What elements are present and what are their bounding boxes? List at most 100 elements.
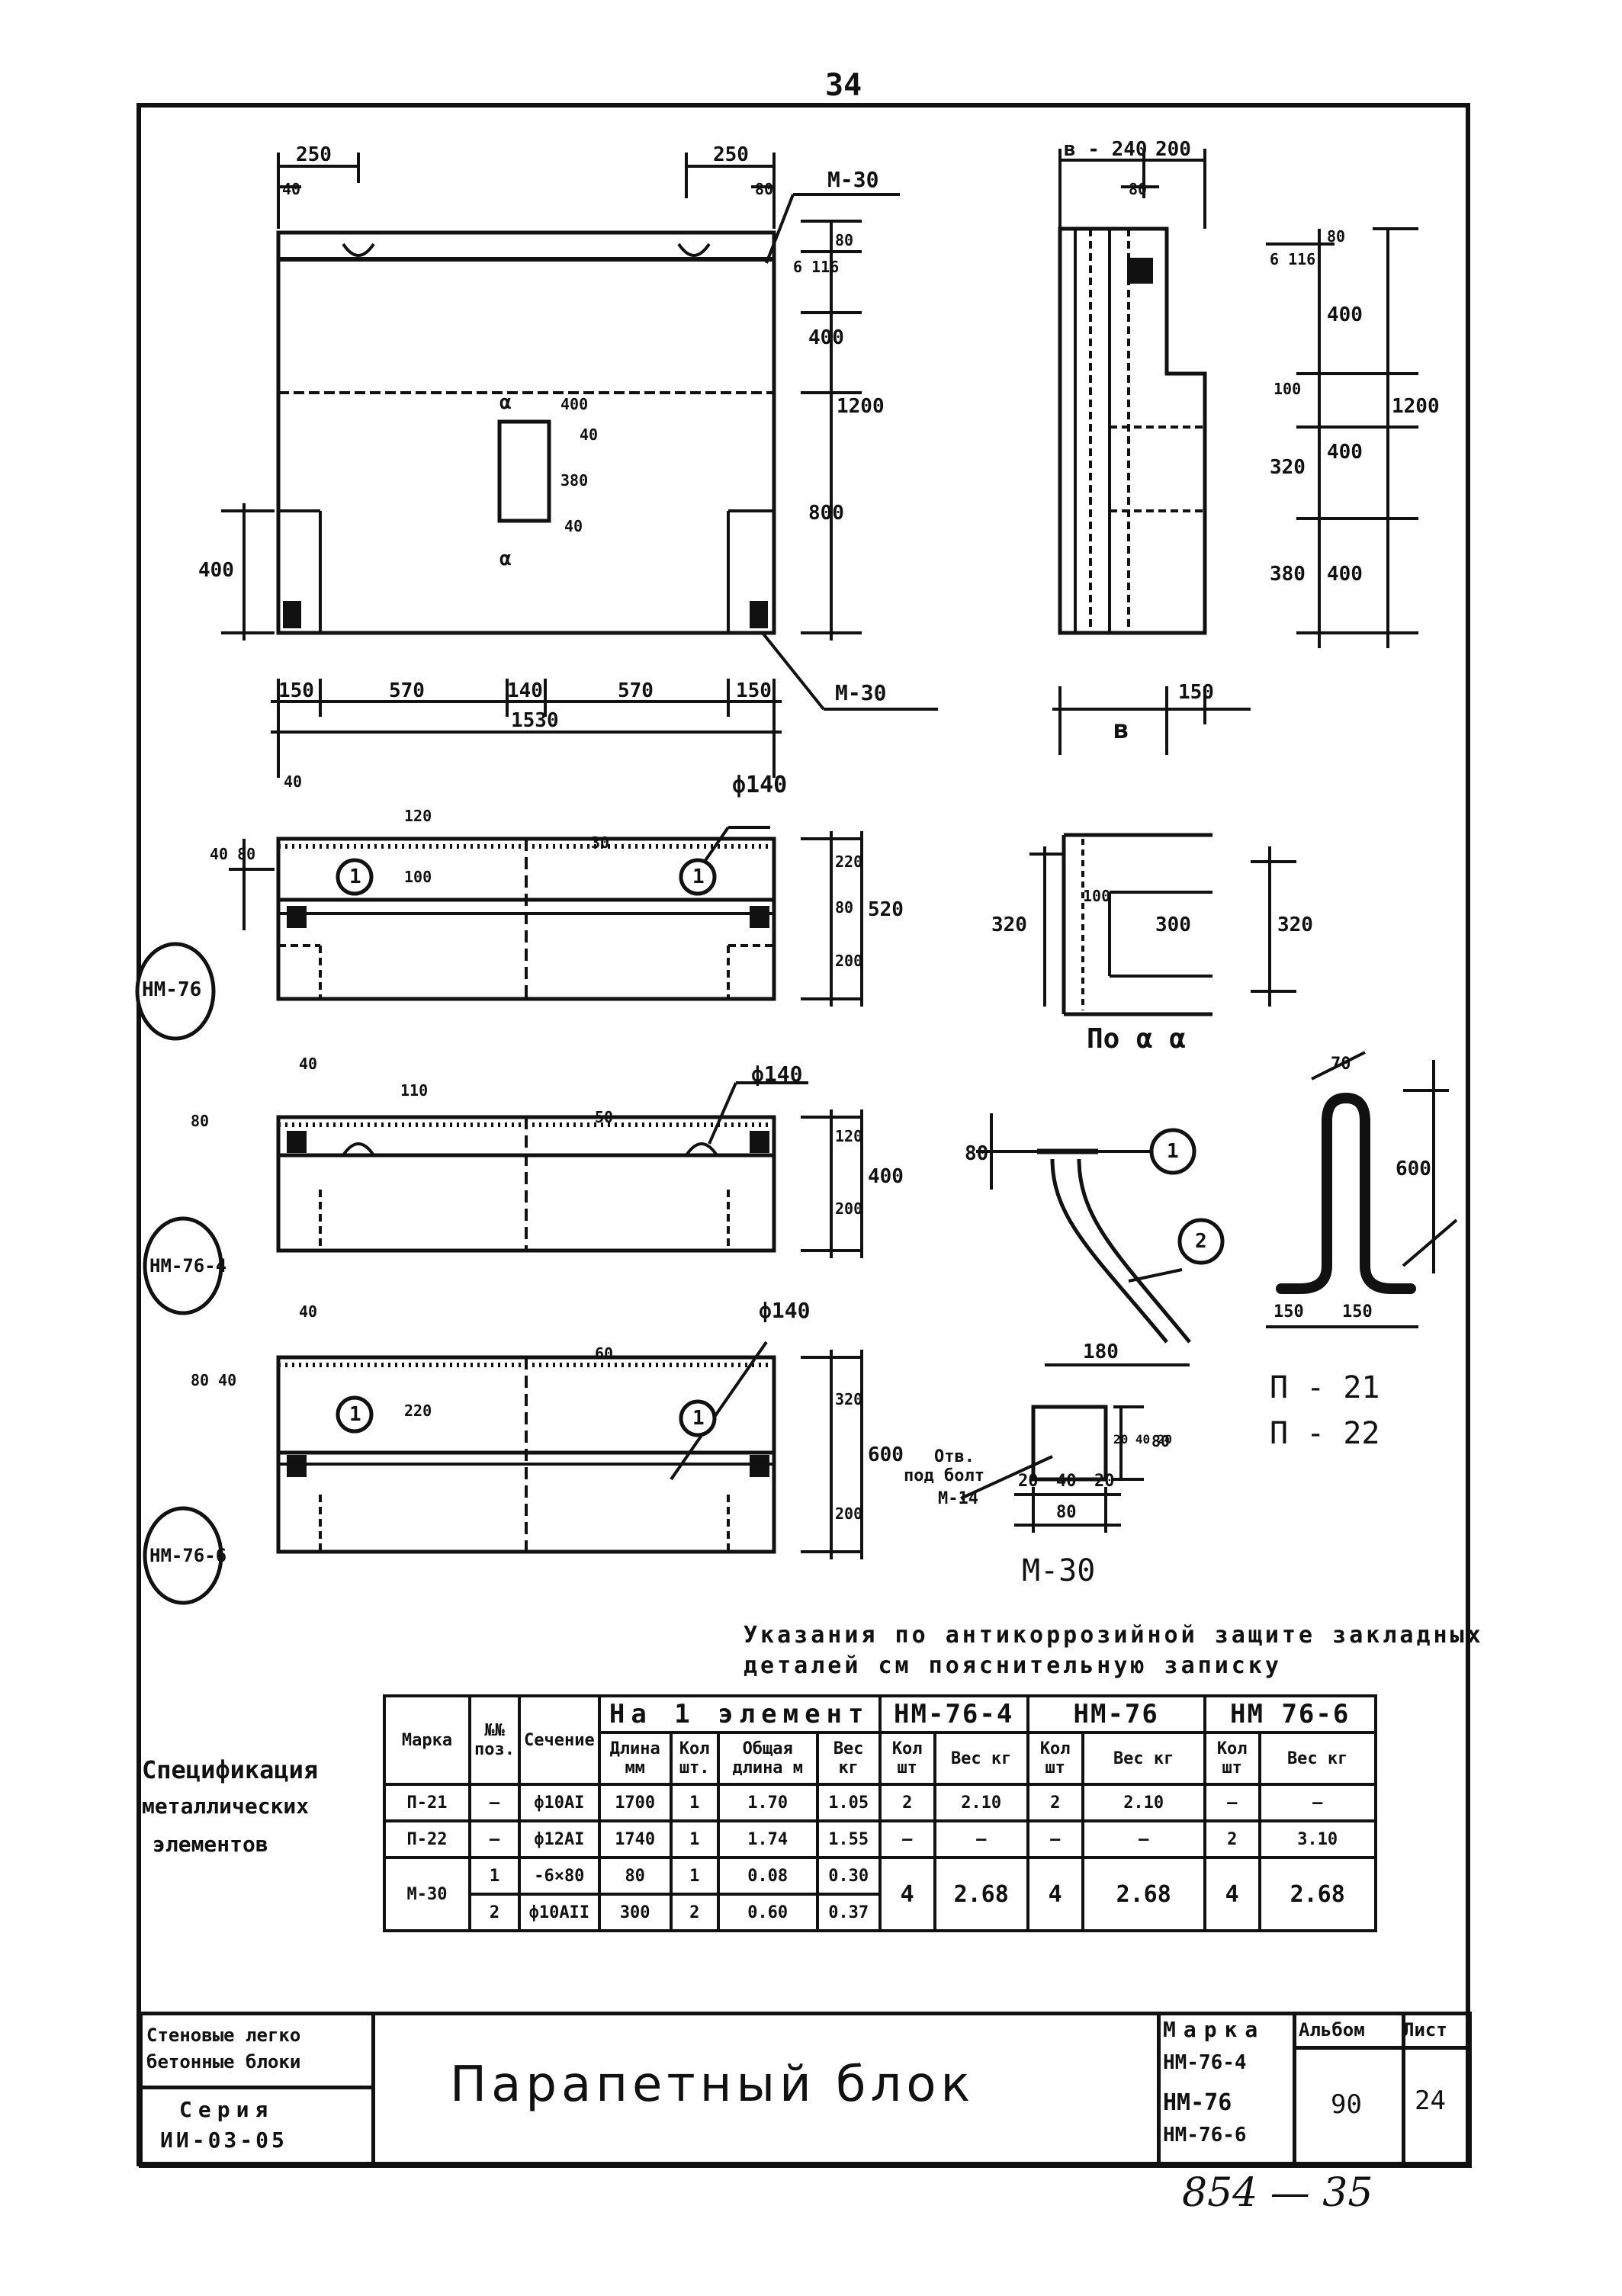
- dim-label: 140: [507, 679, 543, 702]
- specification-table: Марка №№ поз. Сечение На 1 элемент НМ-76…: [383, 1694, 1377, 1932]
- dim-label: 40: [299, 1302, 318, 1321]
- dim-label: 80: [1129, 180, 1148, 198]
- dim-label: 40: [1056, 1472, 1077, 1491]
- table-cell: —: [1257, 1783, 1377, 1822]
- table-cell: 2: [878, 1783, 936, 1822]
- dim-label: 200: [835, 952, 863, 970]
- spec-title: металлических: [142, 1793, 310, 1819]
- dim-label: 300: [1155, 914, 1191, 936]
- table-cell: 3.10: [1257, 1819, 1377, 1859]
- table-cell: 2.68: [1257, 1856, 1377, 1932]
- table-cell: —: [1203, 1783, 1261, 1822]
- page-number: 34: [825, 68, 862, 103]
- table-cell: 1: [669, 1856, 720, 1896]
- table-cell: 1: [669, 1819, 720, 1859]
- dim-label: 80: [755, 180, 774, 198]
- table-cell: 0.37: [815, 1893, 882, 1932]
- mark-label: М-30: [835, 680, 887, 705]
- dim-label: 380: [1270, 563, 1306, 586]
- title-block-series: Серия: [179, 2097, 275, 2122]
- hole-note: М-14: [938, 1489, 978, 1508]
- spec-title: Спецификация: [142, 1755, 319, 1784]
- header-sub-qty: Кол шт: [878, 1731, 936, 1786]
- dim-label: 80: [1151, 1432, 1171, 1450]
- header-per-element: На 1 элемент: [597, 1694, 882, 1734]
- dim-label: 40: [580, 425, 599, 444]
- dim-label: 570: [389, 679, 425, 702]
- dim-label: 100: [1274, 380, 1302, 398]
- table-row: П-21 — ф10АI 1700 1 1.70 1.05 2 2.10 2 2…: [383, 1783, 1377, 1822]
- dim-label: 400: [198, 559, 234, 582]
- position-circle: [336, 858, 374, 896]
- dim-label: 150: [1342, 1302, 1373, 1321]
- table-cell: 1.55: [815, 1819, 882, 1859]
- dim-label: 80: [835, 898, 854, 917]
- table-cell: ф10АI: [517, 1783, 601, 1822]
- table-cell: —: [468, 1819, 521, 1859]
- dim-label: 600: [1396, 1158, 1431, 1180]
- table-cell: —: [878, 1819, 936, 1859]
- dim-label: 320: [1270, 456, 1306, 479]
- table-cell: 4: [1203, 1856, 1261, 1932]
- title-block-series-line: Стеновые легко: [146, 2025, 301, 2046]
- dim-label: 400: [808, 326, 844, 349]
- section-aa: [1029, 833, 1296, 1016]
- dim-label: 100: [404, 868, 432, 886]
- m30-detail: [960, 1113, 1191, 1533]
- table-cell: 2: [468, 1893, 521, 1932]
- dim-label: 320: [1277, 914, 1313, 936]
- position-circle: [1149, 1128, 1196, 1175]
- section-mark-nm76: НМ-76: [142, 978, 202, 1001]
- header-sub-qty: Кол шт: [1026, 1731, 1084, 1786]
- dim-label: α: [499, 548, 512, 570]
- dim-label: 800: [808, 502, 844, 525]
- dim-label: 1200: [1392, 395, 1440, 418]
- dim-label: 400: [1327, 303, 1363, 326]
- hole-note: под болт: [904, 1466, 984, 1485]
- p22-caption: П - 22: [1270, 1416, 1380, 1451]
- dim-label: 70: [1331, 1055, 1351, 1074]
- pipe-label: ф140: [759, 1298, 811, 1323]
- table-cell: 300: [597, 1893, 673, 1932]
- dim-label: 570: [618, 679, 654, 702]
- dim-label: 80 40: [191, 1371, 237, 1389]
- dim-label: 30: [591, 833, 610, 852]
- table-cell: 1740: [597, 1819, 673, 1859]
- table-row: 2 ф10АII 300 2 0.60 0.37: [384, 1893, 1376, 1932]
- dim-label: 40 80: [210, 845, 256, 863]
- position-number: 2: [1195, 1230, 1207, 1253]
- m30-caption: М-30: [1022, 1553, 1096, 1588]
- table-cell: 0.08: [716, 1856, 819, 1896]
- dim-label: 220: [835, 853, 863, 871]
- table-cell: —: [468, 1783, 521, 1822]
- table-cell: —: [933, 1819, 1029, 1859]
- position-number: 1: [349, 865, 361, 888]
- dim-label: 400: [560, 395, 589, 413]
- dim-label: 380: [560, 471, 589, 490]
- marka-value: НМ-76: [1163, 2089, 1232, 2116]
- table-cell: —: [1081, 1819, 1206, 1859]
- spec-title: элементов: [153, 1832, 268, 1857]
- dim-label: 100: [1083, 887, 1111, 905]
- header-nm76-6: НМ 76-6: [1203, 1694, 1377, 1734]
- title-block-series-line: бетонные блоки: [146, 2051, 301, 2073]
- table-cell: 2: [1026, 1783, 1084, 1822]
- dim-label: 40: [299, 1055, 318, 1073]
- dim-label: 200: [835, 1199, 863, 1218]
- dim-label: 200: [835, 1504, 863, 1523]
- table-cell: 2.10: [1081, 1783, 1206, 1822]
- table-cell: ф12АI: [517, 1819, 601, 1859]
- p21-caption: П - 21: [1270, 1370, 1380, 1405]
- dim-label: 150: [736, 679, 772, 702]
- dim-label: 120: [835, 1127, 863, 1145]
- title-block-album-label-row: [1293, 2012, 1472, 2050]
- section-nm76: [229, 826, 863, 1007]
- table-cell: 2.10: [933, 1783, 1029, 1822]
- dim-label: в: [1113, 714, 1129, 745]
- table-row: П-22 — ф12АI 1740 1 1.74 1.55 — — — — 2 …: [383, 1819, 1377, 1859]
- table-cell: 1.70: [716, 1783, 819, 1822]
- table-cell: 2: [669, 1893, 720, 1932]
- table-cell: 2: [1203, 1819, 1261, 1859]
- section-mark-nm76-6: НМ-76-6: [149, 1545, 227, 1566]
